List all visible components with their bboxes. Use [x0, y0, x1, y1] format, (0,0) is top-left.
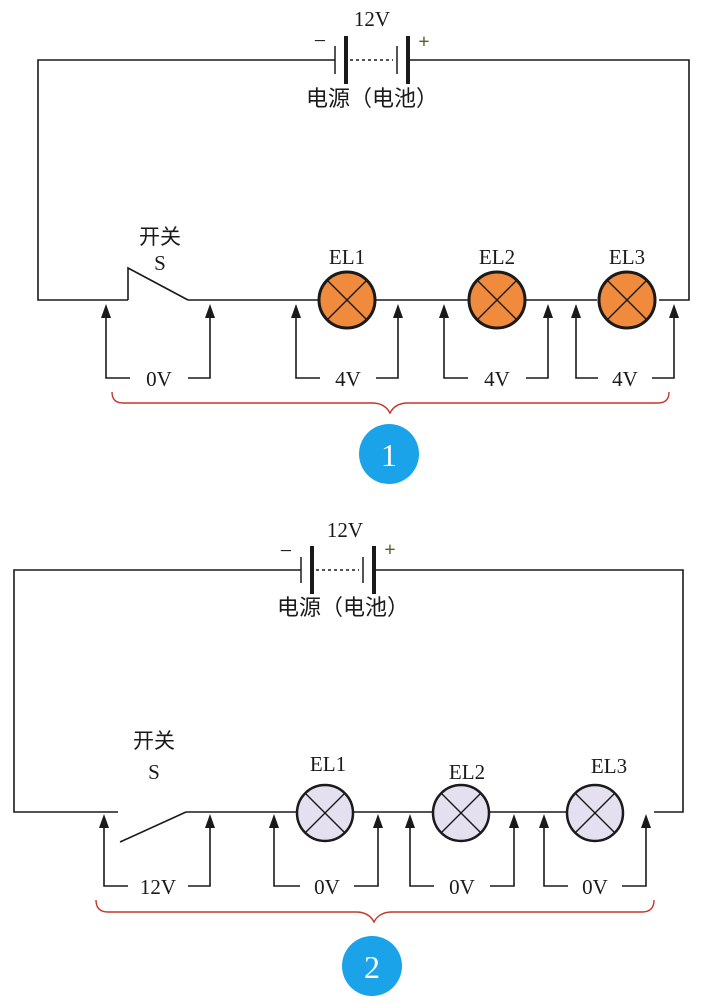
probe-lamp-1: [291, 304, 403, 379]
switch-voltage-reading: 0V: [146, 367, 172, 391]
switch-icon: [127, 266, 189, 301]
switch-label: 开关: [133, 729, 175, 753]
circuit-diagram-1: 12V − + 电源（电池） 开关 S EL1 EL2 EL3: [37, 7, 690, 484]
switch-icon: [119, 811, 187, 843]
lamp-name: EL3: [609, 245, 645, 269]
grouping-brace: [95, 899, 655, 924]
switch-label: 开关: [139, 225, 181, 249]
wire-loop-right: [374, 569, 684, 813]
grouping-brace: [111, 391, 670, 415]
lamp-icon: [597, 270, 657, 330]
battery-minus-sign: −: [280, 538, 292, 563]
lamp-voltage-reading: 4V: [484, 367, 510, 391]
badge-number: 1: [381, 437, 397, 473]
probe-lamp-3: [539, 814, 651, 887]
circuit-diagram-2: 12V − + 电源（电池） 开关 S EL1 EL2 EL3: [13, 518, 684, 996]
arrow-up-icon: [539, 814, 549, 828]
arrow-up-icon: [405, 814, 415, 828]
step-badge: 1: [359, 424, 419, 484]
arrow-up-icon: [439, 304, 449, 318]
probe-lamp-2: [439, 304, 553, 379]
lamp-icon: [317, 270, 377, 330]
arrow-up-icon: [99, 814, 109, 828]
probe-lamp-3: [571, 304, 679, 379]
lamp-name: EL2: [479, 245, 515, 269]
arrow-up-icon: [509, 814, 519, 828]
probe-lamp-1: [269, 814, 383, 887]
battery-plus-sign: +: [418, 31, 429, 53]
lamp-voltage-reading: 0V: [582, 875, 608, 899]
wire-loop: [13, 569, 301, 813]
battery-minus-sign: −: [314, 28, 326, 53]
lamp-icon: [295, 783, 355, 843]
lamp-icon: [565, 783, 625, 843]
lamp-voltage-reading: 0V: [449, 875, 475, 899]
switch-voltage-reading: 12V: [140, 875, 176, 899]
battery-icon: [334, 36, 410, 84]
battery-label: 电源（电池）: [277, 596, 409, 621]
switch-name: S: [148, 760, 160, 784]
battery-icon: [300, 546, 376, 594]
lamp-icon: [467, 270, 527, 330]
arrow-up-icon: [571, 304, 581, 318]
lamp-voltage-reading: 4V: [335, 367, 361, 391]
arrow-up-icon: [393, 304, 403, 318]
probe-lamp-2: [405, 814, 519, 887]
probe-switch: [99, 814, 215, 887]
lamp-icon: [431, 783, 491, 843]
lamp-name: EL1: [329, 245, 365, 269]
wire-loop-right: [408, 59, 690, 301]
wire-loop: [37, 59, 335, 301]
arrow-up-icon: [641, 814, 651, 828]
battery-label: 电源（电池）: [306, 87, 438, 112]
arrow-up-icon: [543, 304, 553, 318]
lamp-name: EL3: [591, 754, 627, 778]
arrow-up-icon: [373, 814, 383, 828]
arrow-up-icon: [205, 304, 215, 318]
probe-switch: [101, 304, 215, 379]
lamp-voltage-reading: 0V: [314, 875, 340, 899]
step-badge: 2: [342, 936, 402, 996]
lamp-voltage-reading: 4V: [612, 367, 638, 391]
arrow-up-icon: [101, 304, 111, 318]
badge-number: 2: [364, 949, 380, 985]
arrow-up-icon: [669, 304, 679, 318]
lamp-name: EL2: [449, 760, 485, 784]
arrow-up-icon: [205, 814, 215, 828]
battery-plus-sign: +: [384, 539, 395, 561]
lamp-name: EL1: [310, 752, 346, 776]
battery-voltage: 12V: [327, 518, 363, 542]
arrow-up-icon: [291, 304, 301, 318]
switch-name: S: [154, 251, 166, 275]
arrow-up-icon: [269, 814, 279, 828]
battery-voltage: 12V: [354, 7, 390, 31]
